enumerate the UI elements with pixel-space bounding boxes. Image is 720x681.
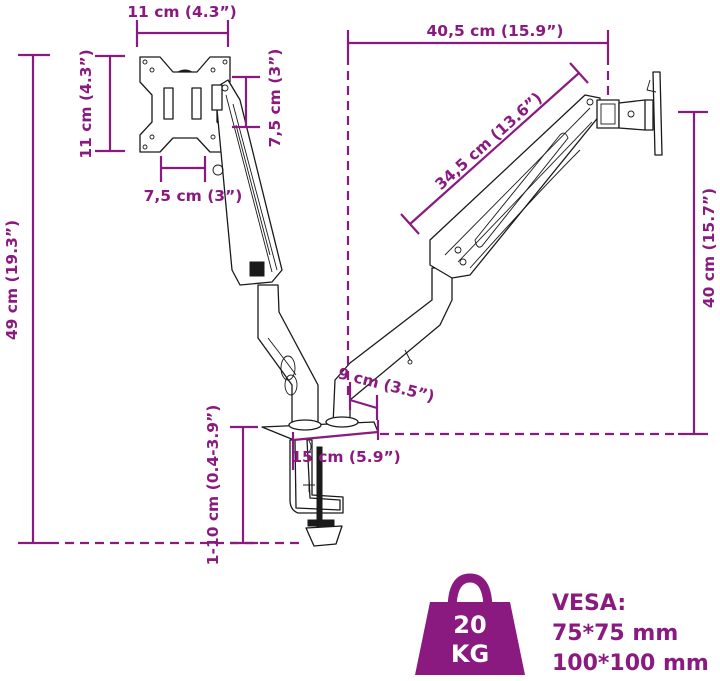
vesa-size-2: 100*100 mm xyxy=(552,651,709,676)
left-upper-arm xyxy=(211,79,283,286)
weight-value: 20 xyxy=(453,611,486,639)
vesa-spec: VESA: 75*75 mm 100*100 mm xyxy=(552,591,709,676)
label-vesa-hole-vertical: 7,5 cm (3”) xyxy=(266,49,284,148)
label-clamp-range: 1-10 cm (0.4-3.9”) xyxy=(204,405,222,566)
label-vesa-plate-height: 11 cm (4.3”) xyxy=(77,49,95,159)
monitor-arm-drawing xyxy=(139,56,663,547)
right-upper-arm xyxy=(429,94,601,279)
label-vesa-hole-horizontal: 7,5 cm (3”) xyxy=(144,187,243,205)
dimension-lines xyxy=(18,20,708,545)
label-base-width: 15 cm (5.9”) xyxy=(291,448,401,466)
vesa-title: VESA: xyxy=(552,591,626,616)
desk-clamp xyxy=(289,439,344,547)
label-vesa-plate-width: 11 cm (4.3”) xyxy=(127,3,237,21)
label-total-height: 49 cm (19.3”) xyxy=(3,220,21,340)
vesa-size-1: 75*75 mm xyxy=(552,621,678,646)
weight-icon-body xyxy=(415,602,525,675)
weight-icon xyxy=(447,573,493,611)
left-lower-arm xyxy=(257,284,319,426)
weight-badge: 20 KG xyxy=(415,573,525,675)
base-plate xyxy=(261,416,379,441)
weight-unit: KG xyxy=(451,640,489,668)
label-horizontal-reach: 40,5 cm (15.9”) xyxy=(427,22,564,40)
right-tilt-head xyxy=(596,71,663,156)
label-mount-height: 40 cm (15.7”) xyxy=(700,188,718,308)
